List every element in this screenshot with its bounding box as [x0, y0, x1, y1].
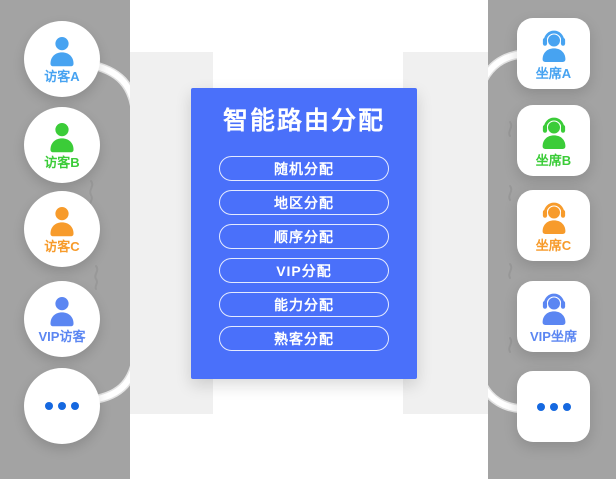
- visitor-label: 访客C: [44, 239, 80, 254]
- routing-method-region[interactable]: 地区分配: [219, 190, 389, 215]
- routing-method-skill[interactable]: 能力分配: [219, 292, 389, 317]
- agent-headset-icon: [542, 293, 565, 325]
- panel-title: 智能路由分配: [222, 107, 385, 135]
- person-icon: [50, 37, 74, 67]
- ellipsis-icon: [536, 402, 571, 411]
- routing-panel: 智能路由分配 随机分配 地区分配 顺序分配 VIP分配 能力分配 熟客分配: [191, 88, 417, 379]
- routing-method-vip[interactable]: VIP分配: [219, 258, 389, 283]
- agent-node: 坐席A: [517, 18, 590, 89]
- person-icon: [50, 297, 74, 327]
- agent-label: 坐席C: [535, 237, 572, 253]
- agent-label: 坐席B: [535, 152, 572, 168]
- agent-node: 坐席B: [517, 105, 590, 176]
- ellipsis-icon: [45, 402, 79, 410]
- visitor-node: 访客A: [24, 21, 100, 97]
- visitor-node: 访客C: [24, 191, 100, 267]
- routing-method-random[interactable]: 随机分配: [219, 156, 389, 181]
- routing-method-list: 随机分配 地区分配 顺序分配 VIP分配 能力分配 熟客分配: [219, 156, 389, 351]
- agent-label: 坐席A: [535, 65, 572, 81]
- routing-method-repeat[interactable]: 熟客分配: [219, 326, 389, 351]
- agent-label: VIP坐席: [530, 328, 577, 344]
- routing-method-sequence[interactable]: 顺序分配: [219, 224, 389, 249]
- person-icon: [50, 123, 74, 153]
- visitor-node: VIP访客: [24, 281, 100, 357]
- agent-headset-icon: [542, 30, 565, 62]
- visitor-node: [24, 368, 100, 444]
- visitor-label: 访客A: [44, 69, 80, 84]
- right-light-panel: [403, 52, 488, 414]
- agent-headset-icon: [542, 202, 565, 234]
- visitor-node: 访客B: [24, 107, 100, 183]
- agent-node: [517, 371, 590, 442]
- agent-headset-icon: [542, 117, 565, 149]
- visitor-label: VIP访客: [38, 329, 86, 344]
- agent-node: 坐席C: [517, 190, 590, 261]
- person-icon: [50, 207, 74, 237]
- visitor-label: 访客B: [44, 155, 80, 170]
- agent-node: VIP坐席: [517, 281, 590, 352]
